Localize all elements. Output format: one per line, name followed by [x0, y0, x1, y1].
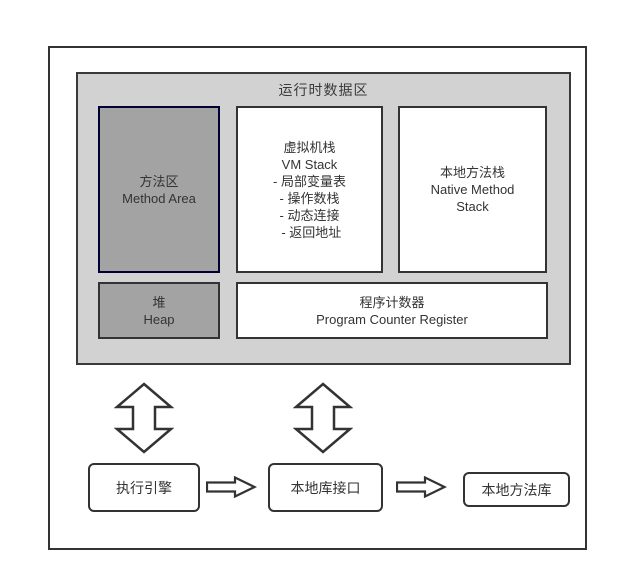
method-area-block: 方法区 Method Area	[98, 106, 220, 273]
native-libraries-box: 本地方法库	[463, 472, 570, 507]
execution-engine-label: 执行引擎	[116, 479, 172, 496]
vm-stack-block: 虚拟机栈 VM Stack - 局部变量表 - 操作数栈 - 动态连接 - 返回…	[236, 106, 383, 273]
heap-label: 堆 Heap	[143, 294, 175, 327]
heap-block: 堆 Heap	[98, 282, 220, 339]
native-interface-box: 本地库接口	[268, 463, 383, 512]
double-arrow-icon	[114, 382, 174, 454]
program-counter-block: 程序计数器 Program Counter Register	[236, 282, 548, 339]
native-method-stack-block: 本地方法栈 Native Method Stack	[398, 106, 547, 273]
native-interface-label: 本地库接口	[290, 479, 361, 496]
double-arrow-icon	[293, 382, 353, 454]
program-counter-label: 程序计数器 Program Counter Register	[316, 294, 468, 327]
diagram-outer-frame: 运行时数据区 方法区 Method Area 虚拟机栈 VM Stack - 局…	[48, 46, 587, 550]
runtime-data-area-title: 运行时数据区	[278, 82, 369, 98]
right-arrow-icon	[396, 476, 447, 498]
native-libraries-label: 本地方法库	[481, 481, 552, 498]
runtime-data-area: 运行时数据区 方法区 Method Area 虚拟机栈 VM Stack - 局…	[76, 72, 571, 365]
method-area-label: 方法区 Method Area	[122, 173, 196, 206]
native-method-stack-label: 本地方法栈 Native Method Stack	[430, 165, 515, 214]
execution-engine-box: 执行引擎	[88, 463, 200, 512]
vm-stack-label: 虚拟机栈 VM Stack - 局部变量表 - 操作数栈 - 动态连接 - 返回…	[273, 139, 346, 240]
right-arrow-icon	[206, 476, 257, 498]
